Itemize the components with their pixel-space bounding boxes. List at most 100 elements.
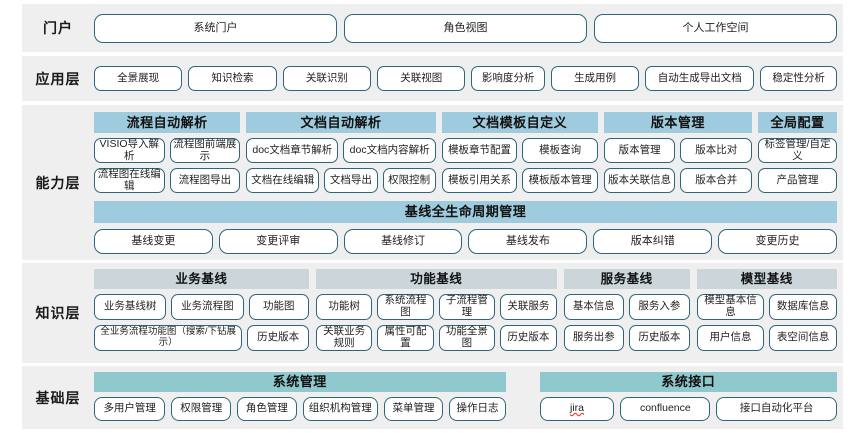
cap-item-product-mgmt[interactable]: 产品管理 <box>757 168 837 193</box>
cap-item-doc-chapter-parse[interactable]: doc文档章节解析 <box>246 138 339 163</box>
app-item-generate-case[interactable]: 生成用例 <box>550 66 640 91</box>
know-item-user-info[interactable]: 用户信息 <box>696 325 765 351</box>
base-item-jira[interactable]: jira <box>539 397 615 421</box>
lifecycle-item-baseline-revision[interactable]: 基线修订 <box>343 229 463 254</box>
capability-groups: 流程自动解析 VISIO导入解析 流程图前端展示 流程图在线编辑 流程图导出 文… <box>94 112 837 198</box>
know-item-function-history-version[interactable]: 历史版本 <box>500 325 557 351</box>
layer-body-knowledge: 业务基线 业务基线树 业务流程图 功能图 全业务流程功能图（搜索/下钻展示） 历… <box>94 263 843 363</box>
know-item-basic-info[interactable]: 基本信息 <box>563 294 625 320</box>
knowledge-group-row: 基本信息 服务入参 <box>563 294 690 320</box>
base-item-role-mgmt[interactable]: 角色管理 <box>237 397 297 421</box>
know-item-related-business-rule[interactable]: 关联业务规则 <box>315 325 373 351</box>
know-item-service-output-param[interactable]: 服务出参 <box>563 325 625 351</box>
knowledge-group-service-baseline: 服务基线 基本信息 服务入参 服务出参 历史版本 <box>563 269 690 356</box>
lifecycle-item-baseline-change[interactable]: 基线变更 <box>94 229 213 254</box>
layer-body-portal: 系统门户 角色视图 个人工作空间 <box>94 4 843 52</box>
capability-group-row: 产品管理 <box>757 168 837 193</box>
layer-body-capability: 流程自动解析 VISIO导入解析 流程图前端展示 流程图在线编辑 流程图导出 文… <box>94 105 843 260</box>
capability-group-version-mgmt: 版本管理 版本管理 版本比对 版本关联信息 版本合并 <box>603 112 752 198</box>
foundation-group-row: jira confluence 接口自动化平台 <box>539 397 838 421</box>
lifecycle-item-change-review[interactable]: 变更评审 <box>218 229 338 254</box>
app-item-knowledge-search[interactable]: 知识检索 <box>188 66 277 91</box>
know-item-attribute-configurable[interactable]: 属性可配置 <box>377 325 434 351</box>
foundation-group-row: 多用户管理 权限管理 角色管理 组织机构管理 菜单管理 操作日志 <box>94 397 506 421</box>
app-item-panorama[interactable]: 全景展现 <box>94 66 183 91</box>
capability-group-row: doc文档章节解析 doc文档内容解析 <box>246 138 436 163</box>
base-item-confluence[interactable]: confluence <box>620 397 711 421</box>
lifecycle-item-change-history[interactable]: 变更历史 <box>718 229 837 254</box>
cap-item-template-query[interactable]: 模板查询 <box>522 138 598 163</box>
cap-item-doc-export[interactable]: 文档导出 <box>324 168 378 193</box>
lifecycle-item-baseline-release[interactable]: 基线发布 <box>468 229 588 254</box>
cap-item-doc-content-parse[interactable]: doc文档内容解析 <box>343 138 436 163</box>
lifecycle-item-version-correction[interactable]: 版本纠错 <box>593 229 713 254</box>
know-item-model-basic-info[interactable]: 模型基本信息 <box>696 294 765 320</box>
base-item-org-structure-mgmt[interactable]: 组织机构管理 <box>302 397 378 421</box>
capability-group-row: 文档在线编辑 文档导出 权限控制 <box>246 168 436 193</box>
knowledge-group-row: 服务出参 历史版本 <box>563 325 690 351</box>
app-item-impact-analysis[interactable]: 影响度分析 <box>471 66 545 91</box>
know-item-system-flowchart[interactable]: 系统流程图 <box>377 294 434 320</box>
capability-group-doc-template: 文档模板自定义 模板章节配置 模板查询 模板引用关系 模板版本管理 <box>441 112 598 198</box>
knowledge-group-row: 用户信息 表空间信息 <box>696 325 838 351</box>
cap-item-tag-mgmt-custom[interactable]: 标签管理/自定义 <box>757 138 837 163</box>
cap-item-version-relation-info[interactable]: 版本关联信息 <box>603 168 676 193</box>
know-item-function-panorama[interactable]: 功能全景图 <box>438 325 496 351</box>
base-item-operation-log[interactable]: 操作日志 <box>449 397 506 421</box>
layer-portal: 门户 系统门户 角色视图 个人工作空间 <box>22 4 843 52</box>
knowledge-group-header: 服务基线 <box>563 269 690 289</box>
cap-item-permission-control[interactable]: 权限控制 <box>382 168 436 193</box>
layer-label-portal: 门户 <box>43 20 73 36</box>
cap-item-template-chapter-config[interactable]: 模板章节配置 <box>441 138 518 163</box>
know-item-function-diagram[interactable]: 功能图 <box>248 294 309 320</box>
cap-item-version-merge[interactable]: 版本合并 <box>680 168 752 193</box>
cap-item-flow-export[interactable]: 流程图导出 <box>169 168 241 193</box>
app-item-auto-export-doc[interactable]: 自动生成导出文档 <box>645 66 755 91</box>
know-item-history-version[interactable]: 历史版本 <box>247 325 309 351</box>
know-item-service-input-param[interactable]: 服务入参 <box>629 294 690 320</box>
capability-group-header: 版本管理 <box>603 112 752 133</box>
capability-group-row: 流程图在线编辑 流程图导出 <box>94 168 241 193</box>
capability-group-row: 版本关联信息 版本合并 <box>603 168 752 193</box>
capability-lifecycle-block: 基线全生命周期管理 基线变更 变更评审 基线修订 基线发布 版本纠错 变更历史 <box>94 201 837 254</box>
portal-item-system-portal[interactable]: 系统门户 <box>94 13 337 43</box>
know-item-service-history-version[interactable]: 历史版本 <box>629 325 690 351</box>
know-item-business-flowchart[interactable]: 业务流程图 <box>171 294 244 320</box>
know-item-subprocess-mgmt[interactable]: 子流程管理 <box>438 294 496 320</box>
cap-item-version-compare[interactable]: 版本比对 <box>680 138 752 163</box>
knowledge-group-row: 关联业务规则 属性可配置 功能全景图 历史版本 <box>315 325 557 351</box>
layer-label-application: 应用层 <box>35 70 81 87</box>
app-item-stability-analysis[interactable]: 稳定性分析 <box>760 66 837 91</box>
app-item-relation-view[interactable]: 关联视图 <box>377 66 466 91</box>
knowledge-group-row: 模型基本信息 数据库信息 <box>696 294 838 320</box>
cap-item-visio-import-parse[interactable]: VISIO导入解析 <box>94 138 165 163</box>
cap-item-doc-online-edit[interactable]: 文档在线编辑 <box>246 168 320 193</box>
knowledge-group-header: 业务基线 <box>94 269 309 289</box>
cap-item-template-version-mgmt[interactable]: 模板版本管理 <box>522 168 598 193</box>
cap-item-version-mgmt[interactable]: 版本管理 <box>603 138 676 163</box>
know-item-database-info[interactable]: 数据库信息 <box>769 294 838 320</box>
portal-item-role-view[interactable]: 角色视图 <box>344 13 587 43</box>
base-item-interface-automation-platform[interactable]: 接口自动化平台 <box>716 397 838 421</box>
know-item-business-baseline-tree[interactable]: 业务基线树 <box>94 294 167 320</box>
base-item-menu-mgmt[interactable]: 菜单管理 <box>383 397 444 421</box>
app-item-relation-recognition[interactable]: 关联识别 <box>282 66 372 91</box>
know-item-full-business-flow-function-diagram[interactable]: 全业务流程功能图（搜索/下钻展示） <box>94 325 243 351</box>
cap-item-flow-frontend-display[interactable]: 流程图前端展示 <box>169 138 241 163</box>
base-item-permission-mgmt[interactable]: 权限管理 <box>171 397 232 421</box>
cap-item-template-reference[interactable]: 模板引用关系 <box>441 168 518 193</box>
foundation-group-header: 系统接口 <box>539 372 837 392</box>
layer-body-application: 全景展现 知识检索 关联识别 关联视图 影响度分析 生成用例 自动生成导出文档 … <box>94 56 843 101</box>
capability-group-doc-parsing: 文档自动解析 doc文档章节解析 doc文档内容解析 文档在线编辑 文档导出 权… <box>246 112 436 198</box>
capability-group-row: 标签管理/自定义 <box>757 138 837 163</box>
cap-item-flow-online-edit[interactable]: 流程图在线编辑 <box>94 168 165 193</box>
know-item-tablespace-info[interactable]: 表空间信息 <box>769 325 838 351</box>
base-item-multi-user-mgmt[interactable]: 多用户管理 <box>94 397 166 421</box>
know-item-function-tree[interactable]: 功能树 <box>315 294 373 320</box>
capability-group-header: 文档模板自定义 <box>441 112 598 133</box>
lifecycle-items: 基线变更 变更评审 基线修订 基线发布 版本纠错 变更历史 <box>94 229 837 254</box>
layer-capability: 能力层 流程自动解析 VISIO导入解析 流程图前端展示 流程图在线编辑 流程图… <box>22 105 843 260</box>
portal-item-personal-workspace[interactable]: 个人工作空间 <box>594 13 837 43</box>
know-item-related-service[interactable]: 关联服务 <box>500 294 557 320</box>
layer-knowledge: 知识层 业务基线 业务基线树 业务流程图 功能图 全业务流程功能图（搜索/下钻展… <box>22 263 843 363</box>
